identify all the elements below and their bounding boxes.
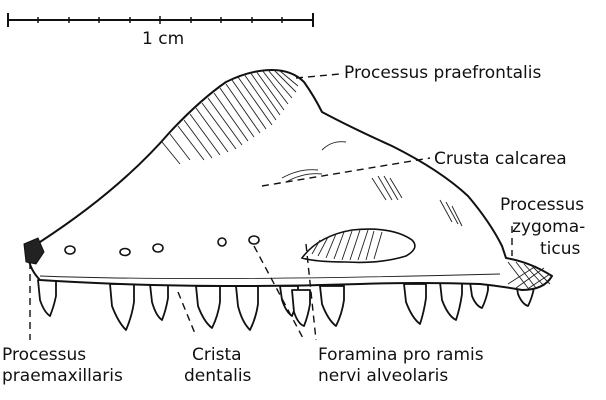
label-foramina-line2: nervi alveolaris [318,366,448,386]
label-processus-zygomaticus-line3: ticus [540,239,581,259]
label-foramina-line1: Foramina pro ramis [318,345,484,365]
label-processus-praemaxillaris-line1: Processus [2,345,86,365]
scale-bar-label: 1 cm [142,29,184,49]
maxilla-bone [24,70,552,290]
label-processus-zygomaticus-line2: zygoma- [512,217,585,237]
label-crista-dentalis-line2: dentalis [184,366,252,386]
label-crista-dentalis-line1: Crista [192,345,242,365]
label-processus-zygomaticus-line1: Processus [500,195,584,215]
teeth [38,280,534,330]
scale-bar: 1 cm [8,13,313,49]
label-processus-praemaxillaris-line2: praemaxillaris [2,366,123,386]
label-processus-praefrontalis: Processus praefrontalis [344,63,541,83]
label-crusta-calcarea: Crusta calcarea [434,149,567,169]
